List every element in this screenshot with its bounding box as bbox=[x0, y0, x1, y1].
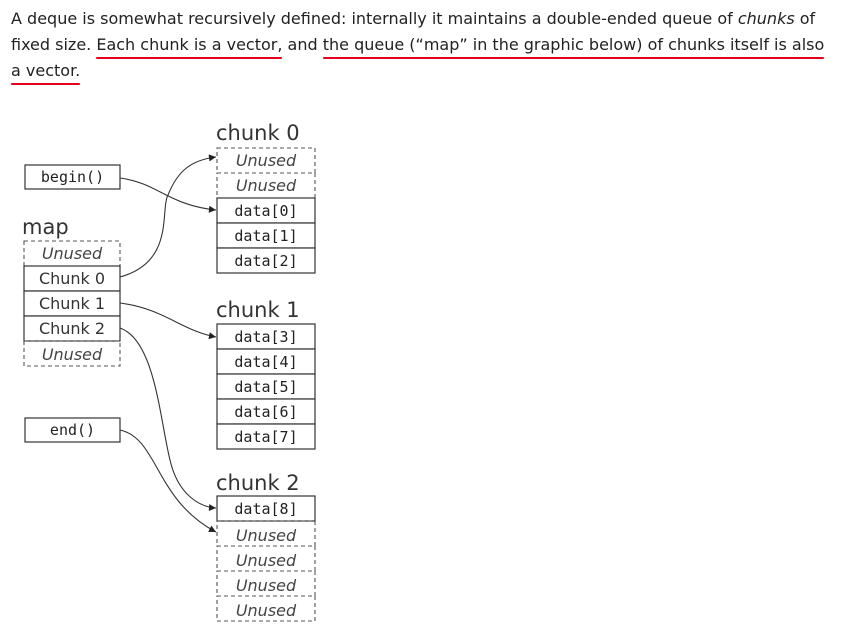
chunk1-cell: data[7] bbox=[234, 428, 297, 446]
chunk0-cell: data[0] bbox=[234, 202, 297, 220]
chunk2-cell: Unused bbox=[236, 601, 297, 620]
end-label: end() bbox=[50, 421, 95, 439]
arrow-begin-to-data0 bbox=[119, 177, 217, 213]
text-and: and bbox=[282, 35, 323, 54]
chunk0-vector: Unused Unused data[0] data[1] data[2] bbox=[216, 147, 316, 274]
description-paragraph: A deque is somewhat recursively defined:… bbox=[11, 6, 841, 84]
chunk1-title: chunk 1 bbox=[216, 298, 300, 322]
chunk0-cell: Unused bbox=[236, 176, 297, 195]
map-cell: Unused bbox=[42, 244, 103, 263]
chunk2-cell: data[8] bbox=[234, 500, 297, 518]
chunk2-cell: Unused bbox=[236, 526, 297, 545]
arrow-map-chunk2-to-chunk2 bbox=[119, 327, 217, 512]
chunk0-cell: data[2] bbox=[234, 252, 297, 270]
arrow-map-chunk1-to-chunk1 bbox=[119, 302, 217, 340]
chunk2-title: chunk 2 bbox=[216, 471, 300, 495]
chunk1-cell: data[3] bbox=[234, 328, 297, 346]
end-iterator-box: end() bbox=[24, 417, 121, 443]
chunk1-vector: data[3] data[4] data[5] data[6] data[7] bbox=[216, 323, 316, 450]
arrow-map-chunk0-to-chunk0 bbox=[119, 154, 217, 278]
chunk0-title: chunk 0 bbox=[216, 121, 300, 145]
underlined-phrase-vector: a vector. bbox=[11, 61, 81, 80]
chunk2-vector: data[8] Unused Unused Unused Unused bbox=[216, 495, 316, 622]
begin-label: begin() bbox=[41, 168, 104, 186]
underlined-phrase-chunk-vector: Each chunk is a vector, bbox=[96, 35, 283, 54]
map-cell: Chunk 0 bbox=[39, 269, 105, 288]
chunk1-cell: data[4] bbox=[234, 353, 297, 371]
text-intro: A deque is somewhat recursively defined:… bbox=[11, 9, 738, 28]
map-cell: Chunk 2 bbox=[39, 319, 105, 338]
map-vector: Unused Chunk 0 Chunk 1 Chunk 2 Unused bbox=[23, 240, 121, 367]
arrow-end-to-chunk2-unused bbox=[119, 429, 217, 533]
map-cell: Unused bbox=[42, 345, 103, 364]
begin-iterator-box: begin() bbox=[24, 164, 121, 190]
chunk1-cell: data[5] bbox=[234, 378, 297, 396]
map-title: map bbox=[22, 215, 69, 239]
chunk2-cell: Unused bbox=[236, 576, 297, 595]
underlined-phrase-queue-map: the queue (“map” in the graphic below) o… bbox=[322, 35, 825, 54]
chunk0-cell: data[1] bbox=[234, 227, 297, 245]
map-cell: Chunk 1 bbox=[39, 294, 105, 313]
text-chunks-emphasis: chunks bbox=[737, 9, 795, 28]
text-fixed-size: of fixed size. bbox=[11, 9, 816, 54]
chunk2-cell: Unused bbox=[236, 551, 297, 570]
chunk1-cell: data[6] bbox=[234, 403, 297, 421]
chunk0-cell: Unused bbox=[236, 151, 297, 170]
